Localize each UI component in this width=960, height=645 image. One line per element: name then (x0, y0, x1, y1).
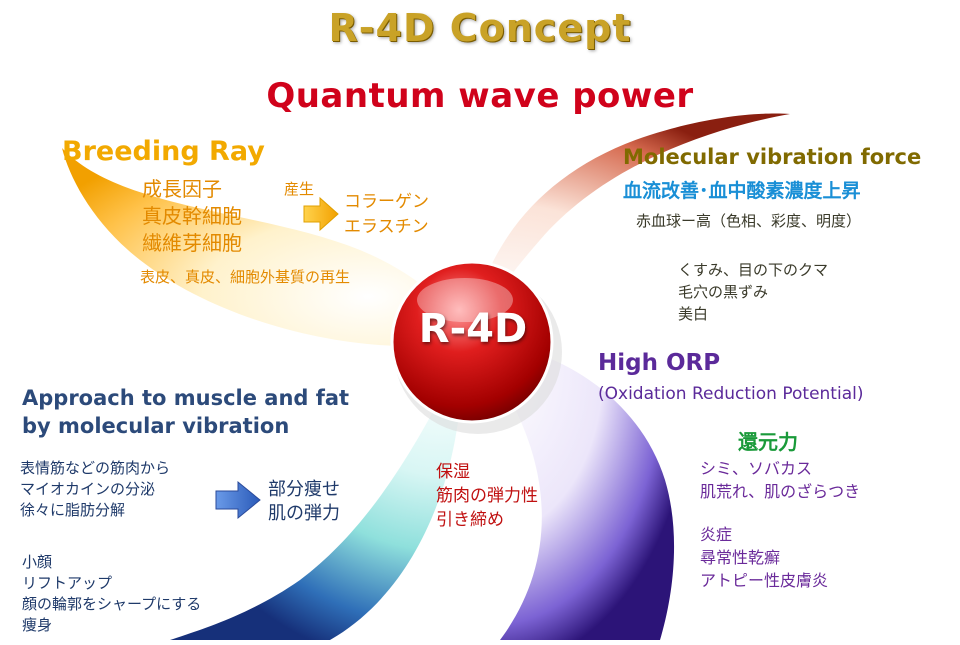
approach-results: 部分痩せ 肌の弾力 (268, 478, 340, 526)
orp-item: 炎症 (700, 525, 733, 544)
teal-blade (170, 340, 470, 640)
molecular-line1: 赤血球ー高（色相、彩度、明度） (636, 212, 862, 230)
orp-group2: 炎症 尋常性乾癬 アトピー性皮膚炎 (700, 523, 828, 592)
moisture-item: 引き締め (436, 510, 504, 530)
breeding-products: コラーゲン エラスチン (344, 190, 429, 240)
orp-item: 尋常性乾癬 (700, 548, 781, 567)
list-item: リフトアップ (22, 574, 113, 592)
orange-blade (62, 148, 470, 347)
sphere-highlight (417, 278, 513, 322)
product-item: エラスチン (344, 217, 429, 237)
list-item: 小顔 (22, 553, 53, 571)
factor-item: 繊維芽細胞 (142, 231, 242, 255)
breeding-heading: Breeding Ray (62, 136, 265, 167)
result-item: 肌の弾力 (268, 503, 340, 524)
red-blade (470, 113, 790, 340)
molecular-items: くすみ、目の下のクマ 毛穴の黒ずみ 美白 (678, 259, 828, 325)
orp-item: アトピー性皮膚炎 (700, 571, 829, 590)
orp-item: シミ、ソバカス (700, 459, 813, 478)
approach-heading: Approach to muscle and fat by molecular … (22, 384, 349, 440)
molecular-heading: Molecular vibration force (623, 145, 922, 169)
cause-item: 表情筋などの筋肉から (20, 459, 171, 477)
moisture-item: 保湿 (436, 462, 470, 482)
product-item: コラーゲン (344, 192, 429, 212)
molecular-item: くすみ、目の下のクマ (678, 261, 829, 279)
orp-heading: High ORP (598, 350, 721, 376)
breeding-note: 表皮、真皮、細胞外基質の再生 (140, 268, 351, 286)
molecular-item: 毛穴の黒ずみ (678, 283, 769, 301)
page-subtitle: Quantum wave power (266, 76, 694, 116)
approach-heading-line: Approach to muscle and fat (22, 386, 350, 410)
approach-causes: 表情筋などの筋肉から マイオカインの分泌 徐々に脂肪分解 (20, 458, 170, 521)
factor-item: 真皮幹細胞 (142, 204, 242, 228)
reduction-heading: 還元力 (738, 430, 798, 454)
orp-subheading: (Oxidation Reduction Potential) (598, 384, 864, 404)
orp-group1: シミ、ソバカス 肌荒れ、肌のざらつき (700, 457, 860, 503)
produce-label: 産生 (284, 180, 315, 198)
cause-item: 徐々に脂肪分解 (20, 501, 126, 519)
list-item: 顔の輪郭をシャープにする (22, 595, 202, 613)
approach-list: 小顔 リフトアップ 顔の輪郭をシャープにする 痩身 (22, 552, 201, 636)
factor-item: 成長因子 (142, 177, 222, 201)
moisture-item: 筋肉の弾力性 (436, 486, 538, 506)
molecular-subheading: 血流改善･血中酸素濃度上昇 (623, 180, 861, 202)
molecular-item: 美白 (678, 305, 709, 323)
right-arrow-icon (215, 480, 261, 520)
sphere-icon (390, 260, 554, 424)
page-title: R-4D Concept (328, 6, 632, 50)
right-arrow-icon (303, 196, 339, 232)
approach-heading-line: by molecular vibration (22, 414, 290, 438)
cause-item: マイオカインの分泌 (20, 480, 156, 498)
result-item: 部分痩せ (268, 479, 340, 500)
moisture-list: 保湿 筋肉の弾力性 引き締め (436, 460, 538, 532)
list-item: 痩身 (22, 616, 53, 634)
breeding-factors: 成長因子 真皮幹細胞 繊維芽細胞 (142, 176, 242, 257)
orp-item: 肌荒れ、肌のざらつき (700, 482, 861, 501)
center-label: R-4D (418, 306, 528, 352)
